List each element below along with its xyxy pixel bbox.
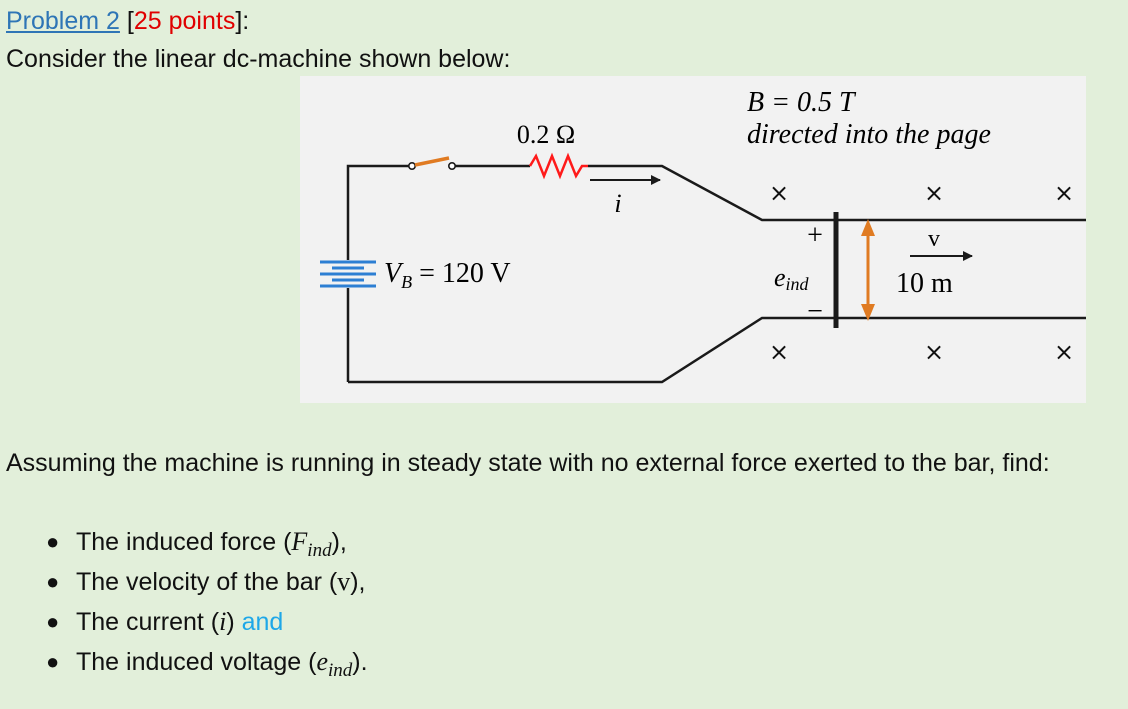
emf-plus: + <box>807 220 823 251</box>
bottom-rail <box>348 316 1086 384</box>
intro-text: Consider the linear dc-machine shown bel… <box>6 45 511 73</box>
resistor <box>528 152 588 180</box>
problem-header: Problem 2 [25 points]: <box>6 4 249 38</box>
bullet-icon: ● <box>46 569 60 594</box>
magnetic-field-crosses: × × × × × × <box>769 179 1074 366</box>
switch <box>408 156 457 171</box>
problem-link[interactable]: Problem 2 <box>6 7 120 35</box>
bullet-icon: ● <box>46 649 60 674</box>
circuit-wires <box>346 164 1086 384</box>
field-cross-icon: × <box>1054 338 1074 366</box>
velocity-label: v <box>928 226 940 252</box>
field-strength-label: B = 0.5 T <box>747 87 857 118</box>
circuit-diagram: 0.2 Ω i VB = 120 V B = 0.5 T directed in… <box>320 87 1086 384</box>
field-cross-icon: × <box>924 338 944 366</box>
field-cross-icon: × <box>769 338 789 366</box>
field-direction-label: directed into the page <box>747 119 991 150</box>
bullet-icon: ● <box>46 609 60 634</box>
switch-blade <box>414 156 450 167</box>
points-text: 25 points <box>133 7 236 35</box>
list-item: ●The velocity of the bar (v), <box>30 562 368 602</box>
points-bracket-open: [ <box>126 7 134 35</box>
battery-label: VB = 120 V <box>384 258 511 292</box>
list-item: ●The induced force (Find), <box>30 522 368 562</box>
circuit-figure: 0.2 Ω i VB = 120 V B = 0.5 T directed in… <box>300 76 1086 403</box>
list-item: ●The current (i) and <box>30 602 368 642</box>
resistor-label: 0.2 Ω <box>517 120 575 149</box>
field-cross-icon: × <box>924 179 944 207</box>
left-top-wire <box>346 164 409 260</box>
length-label: 10 m <box>896 268 953 299</box>
field-cross-icon: × <box>1054 179 1074 207</box>
emf-label: eind <box>774 263 810 294</box>
top-rail <box>588 164 1086 222</box>
bullet-icon: ● <box>46 529 60 554</box>
length-arrow <box>861 219 875 321</box>
current-label: i <box>614 189 621 218</box>
points-bracket-close: ]: <box>235 7 250 35</box>
list-item: ●The induced voltage (eind). <box>30 642 368 682</box>
velocity-label-bg <box>920 225 948 251</box>
question-text: Assuming the machine is running in stead… <box>6 449 1050 477</box>
task-list: ●The induced force (Find), ●The velocity… <box>30 522 368 682</box>
battery-icon <box>320 260 376 288</box>
field-cross-icon: × <box>769 179 789 207</box>
emf-minus: − <box>807 296 823 327</box>
